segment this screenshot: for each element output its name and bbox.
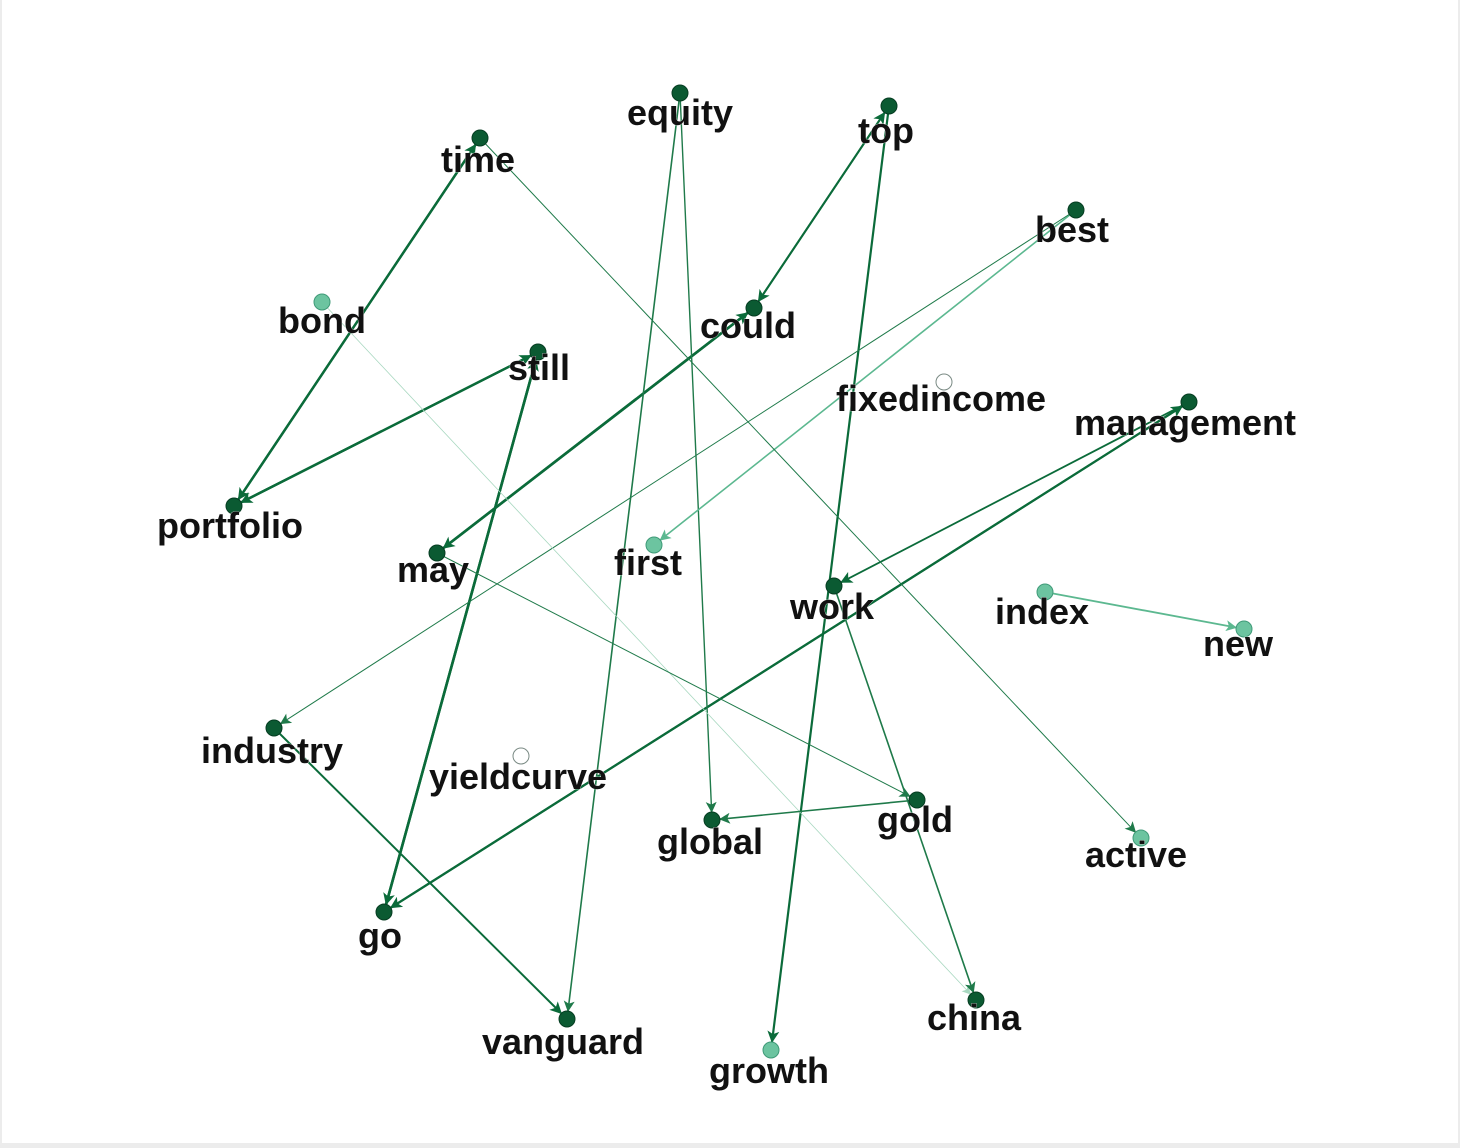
node-could[interactable] [745,299,763,317]
node-label-vanguard: vanguard [482,1021,644,1062]
node-label-first: first [614,542,682,583]
node-label-go: go [358,915,402,956]
node-industry[interactable] [265,719,283,737]
edge-time-to-portfolio [237,143,477,501]
edge-top-to-growth [767,104,891,1044]
node-label-time: time [441,139,515,180]
node-best[interactable] [1067,201,1085,219]
node-label-growth: growth [709,1050,829,1091]
node-label-yieldcurve: yieldcurve [429,756,607,797]
edge-equity-to-global [679,92,717,813]
edge-top-to-could [757,111,886,303]
node-label-bond: bond [278,300,366,341]
node-label-gold: gold [877,799,953,840]
edge-best-to-industry [279,209,1077,725]
node-vanguard[interactable] [558,1010,576,1028]
node-label-china: china [927,997,1022,1038]
node-label-new: new [1203,623,1274,664]
node-active[interactable] [1132,829,1150,847]
edge-still-to-go [383,358,538,906]
node-go[interactable] [375,903,393,921]
labels-layer: equity top time best bond could still fixedinco… [157,92,1297,1092]
edge-work-to-china [833,585,976,994]
edges-layer [233,92,1238,1044]
nodes-layer [225,84,1253,1059]
edge-gold-to-global [719,799,918,824]
node-new[interactable] [1235,620,1253,638]
node-label-fixedincome: fixedincome [836,378,1046,419]
node-label-top: top [858,110,914,151]
node-label-still: still [508,347,570,388]
edge-bond-to-china [321,301,972,995]
edge-index-to-new [1044,591,1238,632]
node-label-may: may [397,549,469,590]
edge-still-to-portfolio [239,354,533,504]
node-label-index: index [995,591,1089,632]
edge-time-to-active [479,137,1137,833]
edge-equity-to-vanguard [563,92,681,1012]
node-label-active: active [1085,834,1187,875]
edge-management-to-work [840,401,1190,584]
node-may[interactable] [428,544,446,562]
node-label-portfolio: portfolio [157,505,303,546]
node-index[interactable] [1036,583,1054,601]
node-equity[interactable] [671,84,689,102]
node-top[interactable] [880,97,898,115]
node-label-best: best [1035,209,1109,250]
node-still[interactable] [529,343,547,361]
edge-industry-to-vanguard [273,727,563,1015]
node-label-industry: industry [201,730,343,771]
node-yieldcurve[interactable] [512,747,530,765]
node-time[interactable] [471,129,489,147]
edge-best-to-first [659,209,1077,541]
node-label-could: could [700,305,796,346]
edge-could-to-may [442,311,749,550]
node-label-global: global [657,821,763,862]
node-growth[interactable] [762,1041,780,1059]
node-management[interactable] [1180,393,1198,411]
node-label-management: management [1074,402,1296,443]
node-china[interactable] [967,991,985,1009]
node-global[interactable] [703,811,721,829]
edge-management-to-go [389,405,1184,909]
node-label-equity: equity [627,92,733,133]
node-portfolio[interactable] [225,497,243,515]
node-label-work: work [789,586,875,627]
node-first[interactable] [645,536,663,554]
node-fixedincome[interactable] [935,373,953,391]
edge-may-to-gold [436,552,911,797]
node-work[interactable] [825,577,843,595]
node-bond[interactable] [313,293,331,311]
node-gold[interactable] [908,791,926,809]
